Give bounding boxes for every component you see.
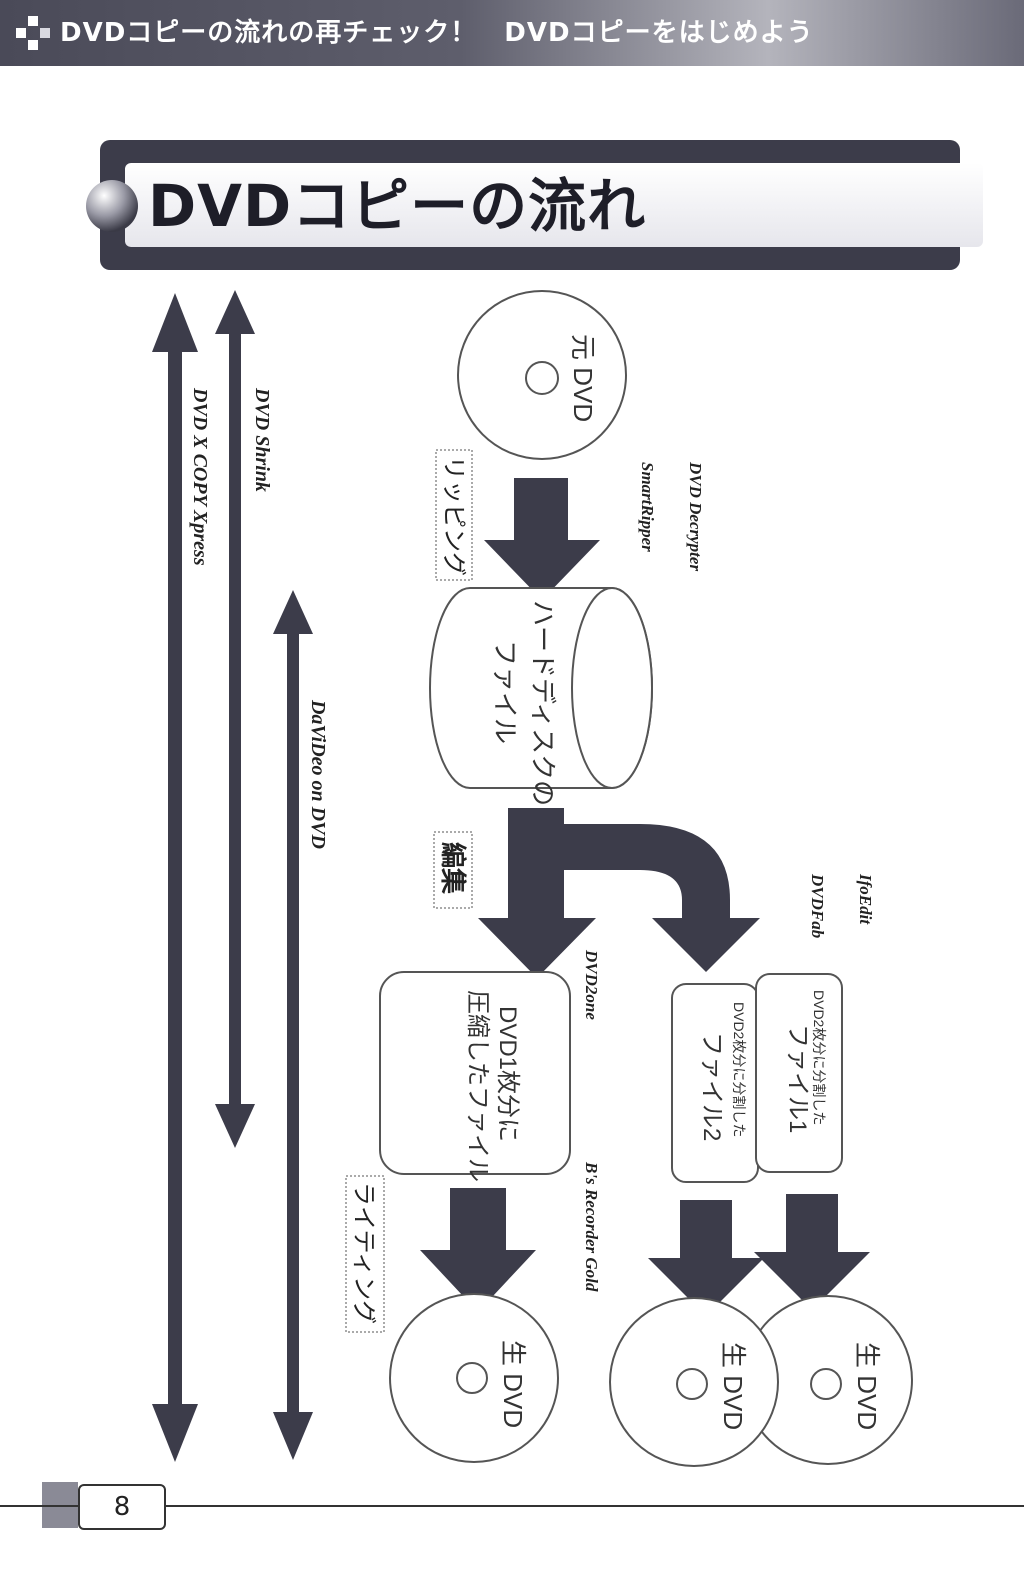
compressed-label-line2: 圧縮したファイル bbox=[464, 990, 491, 1182]
arrow-writing-split2 bbox=[648, 1200, 764, 1316]
tool-label-dvdfab: DVDFab bbox=[808, 873, 827, 938]
arrow-writing-compressed bbox=[420, 1188, 536, 1312]
blank-dvd-disc-3 bbox=[743, 1295, 913, 1465]
blank-dvd-label-1: 生 DVD bbox=[498, 1340, 528, 1428]
split1-label-line2: ファイル1 bbox=[784, 1024, 811, 1133]
page-number: 8 bbox=[78, 1484, 166, 1530]
arrow-editing-compress bbox=[478, 808, 596, 978]
source-dvd-disc bbox=[457, 290, 627, 460]
tool-label-dvd2one: DVD2one bbox=[582, 949, 601, 1020]
split2-label-line2: ファイル2 bbox=[698, 1032, 725, 1141]
step-box-writing bbox=[345, 1175, 385, 1333]
header-title: DVDコピーの流れの再チェック！ DVDコピーをはじめよう bbox=[60, 18, 814, 48]
section-bullet-icon bbox=[16, 16, 50, 50]
arrow-writing-split1 bbox=[754, 1194, 870, 1310]
step-box-ripping bbox=[435, 449, 473, 581]
hdd-label-line2: ファイル bbox=[490, 640, 520, 744]
source-dvd-label: 元 DVD bbox=[568, 334, 598, 422]
step-label-editing: 編集 bbox=[438, 842, 468, 895]
split2-label-line1: DVD2枚分に分割した bbox=[731, 1002, 747, 1137]
step-box-editing bbox=[433, 831, 473, 909]
compressed-label-line1: DVD1枚分に bbox=[494, 1006, 521, 1142]
tool-label-ifoedit: IfoEdit bbox=[856, 873, 875, 925]
step-label-ripping: リッピング bbox=[440, 456, 467, 576]
tool-label-bs-recorder: B's Recorder Gold bbox=[582, 1161, 601, 1292]
blank-dvd-disc-1 bbox=[389, 1293, 559, 1463]
arrow-ripping bbox=[484, 478, 600, 600]
title-banner-inner bbox=[125, 163, 983, 247]
split1-label-line1: DVD2枚分に分割した bbox=[811, 990, 827, 1125]
range-arrow-dvd-shrink bbox=[215, 290, 255, 1148]
blank-dvd-label-3: 生 DVD bbox=[852, 1342, 882, 1430]
header-bar bbox=[0, 0, 1024, 66]
page-title: DVDコピーの流れ bbox=[148, 172, 647, 240]
blank-dvd-disc-2 bbox=[609, 1297, 779, 1467]
tool-label-dvd-decrypter: DVD Decrypter bbox=[686, 461, 705, 571]
tool-label-smartripper: SmartRipper bbox=[638, 462, 657, 552]
hdd-file-cylinder bbox=[429, 587, 653, 789]
blank-dvd-label-2: 生 DVD bbox=[718, 1342, 748, 1430]
step-label-writing: ライティング bbox=[350, 1182, 377, 1324]
tool-label-davideo: DaViDeo on DVD bbox=[307, 699, 329, 849]
range-arrow-dvd-x-copy bbox=[152, 293, 198, 1462]
hdd-label-line1: ハードディスクの bbox=[528, 600, 558, 806]
range-arrow-davideo bbox=[273, 590, 313, 1460]
split-file-box-1 bbox=[755, 973, 843, 1173]
arrow-editing-split bbox=[564, 824, 760, 972]
sphere-bullet-icon bbox=[86, 180, 138, 232]
tool-label-dvd-shrink: DVD Shrink bbox=[251, 387, 273, 492]
tool-label-dvd-x-copy: DVD X COPY Xpress bbox=[189, 387, 211, 566]
compressed-file-box bbox=[379, 971, 571, 1175]
